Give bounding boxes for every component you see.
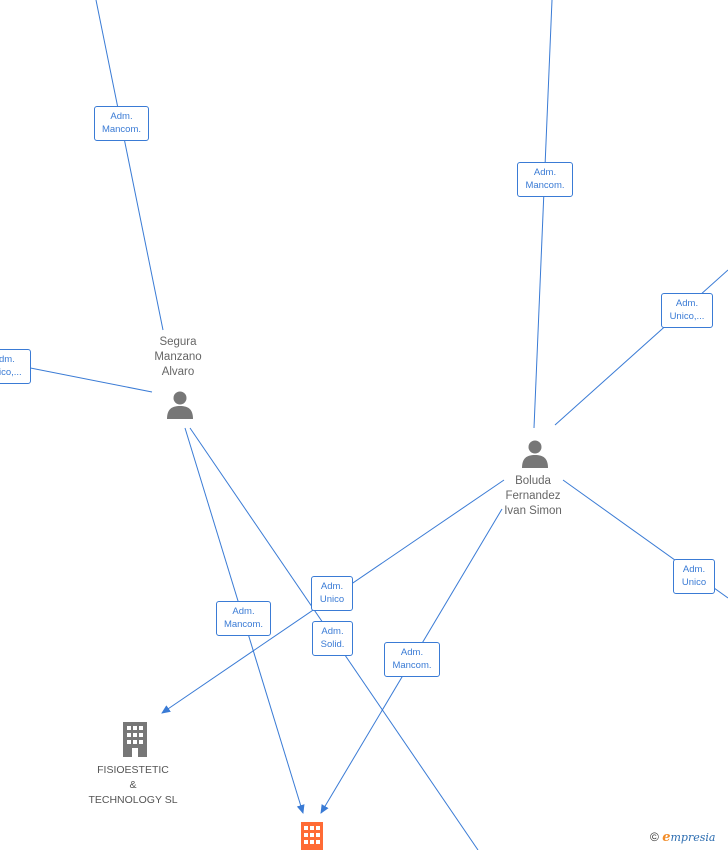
edge-label-adm-unico-cut[interactable]: dm. ico,... bbox=[0, 349, 31, 384]
edge-label-adm-mancom[interactable]: Adm. Mancom. bbox=[384, 642, 440, 677]
person-name-line: Boluda bbox=[515, 475, 551, 487]
person-name-line: Ivan Simon bbox=[504, 505, 562, 517]
edge-label-line: Adm. bbox=[400, 647, 424, 658]
company-name-line: TECHNOLOGY SL bbox=[88, 794, 178, 806]
edge-label-line: Mancom. bbox=[525, 180, 565, 191]
edge-label-line: Adm. bbox=[110, 111, 133, 122]
person-name-segura[interactable]: Segura Manzano Alvaro bbox=[133, 335, 223, 380]
person-icon[interactable] bbox=[520, 439, 550, 469]
company-name-line: & bbox=[129, 779, 137, 791]
logo-text: mpresia bbox=[670, 831, 716, 844]
building-icon[interactable] bbox=[120, 722, 150, 757]
edge-label-line: Mancom. bbox=[392, 660, 432, 671]
edge-label-adm-mancom[interactable]: Adm. Mancom. bbox=[517, 162, 573, 197]
edge-boluda-top[interactable] bbox=[533, 0, 553, 429]
edge-label-line: Unico bbox=[319, 594, 345, 605]
person-name-line: Manzano bbox=[154, 351, 202, 363]
edge-label-line: Adm. bbox=[321, 626, 344, 637]
person-name-line: Alvaro bbox=[161, 366, 195, 378]
edge-label-adm-unico[interactable]: Adm. Unico bbox=[311, 576, 353, 611]
person-name-boluda[interactable]: Boluda Fernandez Ivan Simon bbox=[488, 474, 578, 519]
edge-label-line: Adm. bbox=[675, 298, 699, 309]
copyright-notice: © empresia bbox=[650, 830, 715, 845]
empresia-logo[interactable]: empresia bbox=[662, 830, 716, 845]
edge-label-adm-unico[interactable]: Adm. Unico,... bbox=[661, 293, 713, 328]
edge-label-adm-solid[interactable]: Adm. Solid. bbox=[312, 621, 353, 656]
building-icon-highlighted[interactable] bbox=[299, 822, 325, 850]
copyright-icon: © bbox=[650, 830, 659, 844]
edge-label-line: Unico bbox=[681, 577, 707, 588]
edge-label-line: dm. bbox=[0, 354, 15, 365]
company-name-line: FISIOESTETIC bbox=[97, 764, 169, 776]
edge-label-adm-unico[interactable]: Adm. Unico bbox=[673, 559, 715, 594]
edge-label-adm-mancom[interactable]: Adm. Mancom. bbox=[216, 601, 271, 636]
edge-label-line: Adm. bbox=[320, 581, 344, 592]
person-name-line: Fernandez bbox=[505, 490, 561, 502]
edge-label-line: ico,... bbox=[0, 367, 22, 378]
edge-label-line: Adm. bbox=[533, 167, 557, 178]
edge-label-line: Mancom. bbox=[223, 619, 264, 630]
edge-label-line: Unico,... bbox=[669, 311, 705, 322]
person-name-line: Segura bbox=[159, 336, 197, 348]
edge-label-line: Adm. bbox=[682, 564, 706, 575]
company-name-fisioestetic[interactable]: FISIOESTETIC & TECHNOLOGY SL bbox=[63, 763, 203, 808]
edge-label-line: Solid. bbox=[320, 639, 345, 650]
edge-label-line: Adm. bbox=[232, 606, 255, 617]
logo-initial: e bbox=[662, 830, 671, 845]
edge-label-line: Mancom. bbox=[101, 124, 142, 135]
person-icon[interactable] bbox=[165, 390, 195, 420]
edge-segura-top[interactable] bbox=[95, 0, 164, 331]
edge-label-adm-mancom[interactable]: Adm. Mancom. bbox=[94, 106, 149, 141]
